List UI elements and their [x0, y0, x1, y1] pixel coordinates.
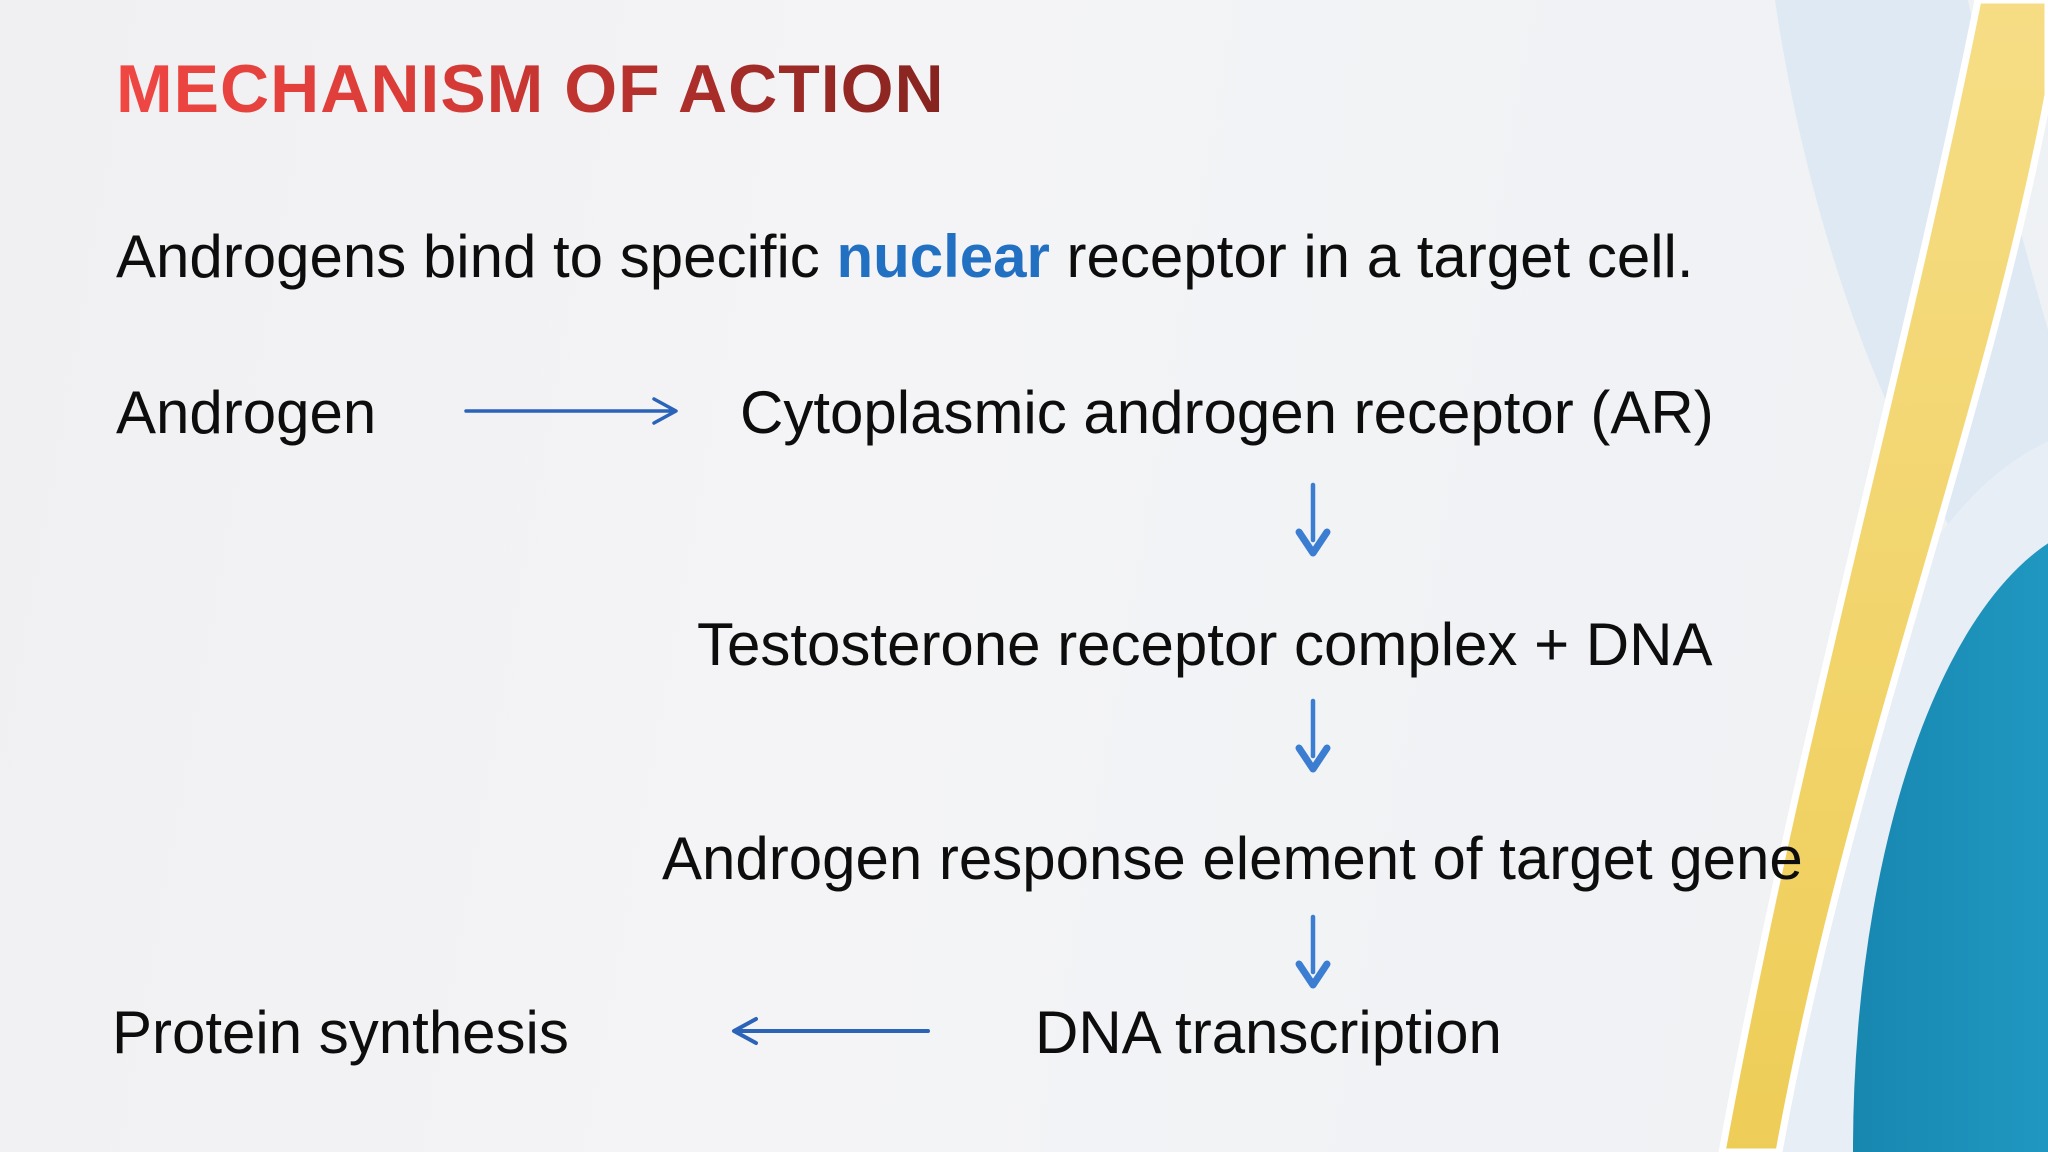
down-arrow-icon-2 — [1295, 698, 1331, 773]
intro-text: Androgens bind to specific nuclear recep… — [116, 224, 1694, 290]
protein-synthesis-label: Protein synthesis — [112, 999, 569, 1066]
page-title: MECHANISM OF ACTION — [116, 51, 945, 127]
left-arrow-icon — [732, 1017, 930, 1045]
response-element-label: Androgen response element of target gene — [662, 825, 1803, 892]
intro-pre: Androgens bind to specific — [116, 223, 837, 290]
right-arrow-icon — [464, 397, 678, 425]
down-arrow-icon-1 — [1295, 482, 1331, 557]
down-arrow-icon-3 — [1295, 914, 1331, 989]
androgen-label: Androgen — [116, 379, 377, 446]
intro-post: receptor in a target cell. — [1049, 223, 1694, 290]
dna-transcription-label: DNA transcription — [1035, 999, 1502, 1066]
intro-highlight: nuclear — [836, 223, 1050, 290]
gold-ribbon — [1718, 0, 2048, 1152]
cytoplasmic-receptor-label: Cytoplasmic androgen receptor (AR) — [740, 379, 1714, 446]
testosterone-complex-label: Testosterone receptor complex + DNA — [697, 611, 1713, 678]
teal-blob — [1853, 543, 2048, 1152]
